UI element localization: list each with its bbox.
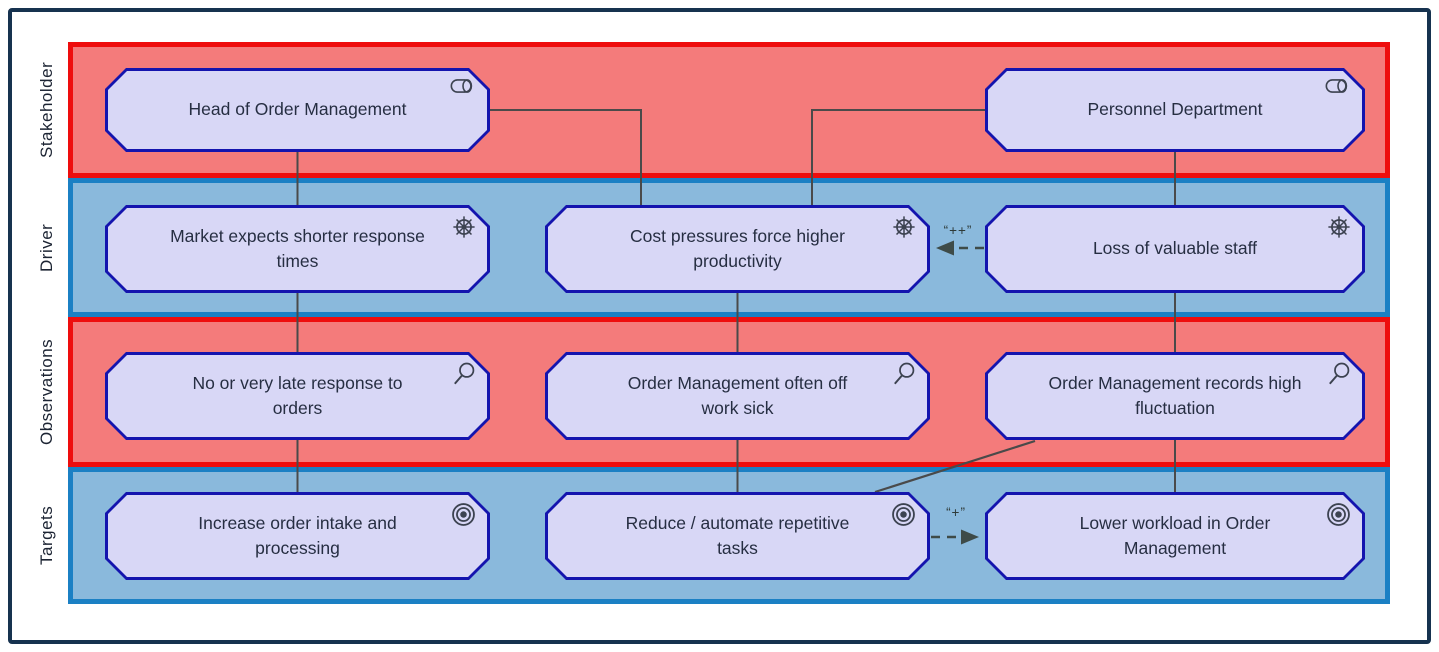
node-label: Order Management records high fluctuatio… [1048,372,1302,418]
influence-label-plus-plus: “++” [943,223,973,238]
node-reduce-automate-repetitive-tasks[interactable]: Reduce / automate repetitive tasks [545,492,930,580]
node-increase-order-intake-and-processing[interactable]: Increase order intake and processing [105,492,490,580]
node-body [988,208,1362,290]
node-order-management-often-off-work-sick[interactable]: Order Management often off work sick [545,352,930,440]
node-body [108,355,487,437]
node-market-expects-shorter-response-times[interactable]: Market expects shorter response times [105,205,490,293]
node-body [548,208,927,290]
node-body [548,355,927,437]
arrowhead-left-icon [936,240,954,256]
node-label: Personnel Department [1087,99,1263,120]
assessment-icon [451,361,477,387]
node-label: Reduce / automate repetitive tasks [625,512,850,558]
node-body [108,71,487,149]
node-body [548,495,927,577]
node-label: Head of Order Management [188,99,407,120]
driver-icon [451,214,477,240]
influence-label-plus: “+” [946,505,966,520]
node-personnel-department[interactable]: Personnel Department [985,68,1365,152]
role-icon [1324,77,1352,95]
connector-head-to-cost[interactable] [490,109,642,205]
node-label: Increase order intake and processing [198,512,397,558]
driver-icon [891,214,917,240]
assessment-icon [1326,361,1352,387]
node-label: Order Management often off work sick [627,372,848,418]
assessment-icon [891,361,917,387]
node-label: Loss of valuable staff [1092,238,1258,259]
node-no-or-very-late-response-to-orders[interactable]: No or very late response to orders [105,352,490,440]
driver-icon [1326,214,1352,240]
connector-fluctuation-to-reduce[interactable] [874,439,1036,494]
node-order-management-records-high-fluctuation[interactable]: Order Management records high fluctuatio… [985,352,1365,440]
node-head-of-order-management[interactable]: Head of Order Management [105,68,490,152]
node-body [108,495,487,577]
goal-icon [450,501,477,528]
role-icon [449,77,477,95]
node-body [988,71,1362,149]
node-label: Cost pressures force higher productivity [630,225,845,271]
node-label: No or very late response to orders [192,372,403,418]
node-cost-pressures-force-higher-productivity[interactable]: Cost pressures force higher productivity [545,205,930,293]
node-body [988,355,1362,437]
node-label: Lower workload in Order Management [1079,512,1271,558]
goal-icon [1325,501,1352,528]
node-loss-of-valuable-staff[interactable]: Loss of valuable staff [985,205,1365,293]
connector-personnel-to-cost[interactable] [811,109,985,205]
node-body [108,208,487,290]
node-body [988,495,1362,577]
node-label: Market expects shorter response times [170,225,425,271]
node-lower-workload-in-order-management[interactable]: Lower workload in Order Management [985,492,1365,580]
arrowhead-right-icon [961,529,979,545]
goal-icon [890,501,917,528]
